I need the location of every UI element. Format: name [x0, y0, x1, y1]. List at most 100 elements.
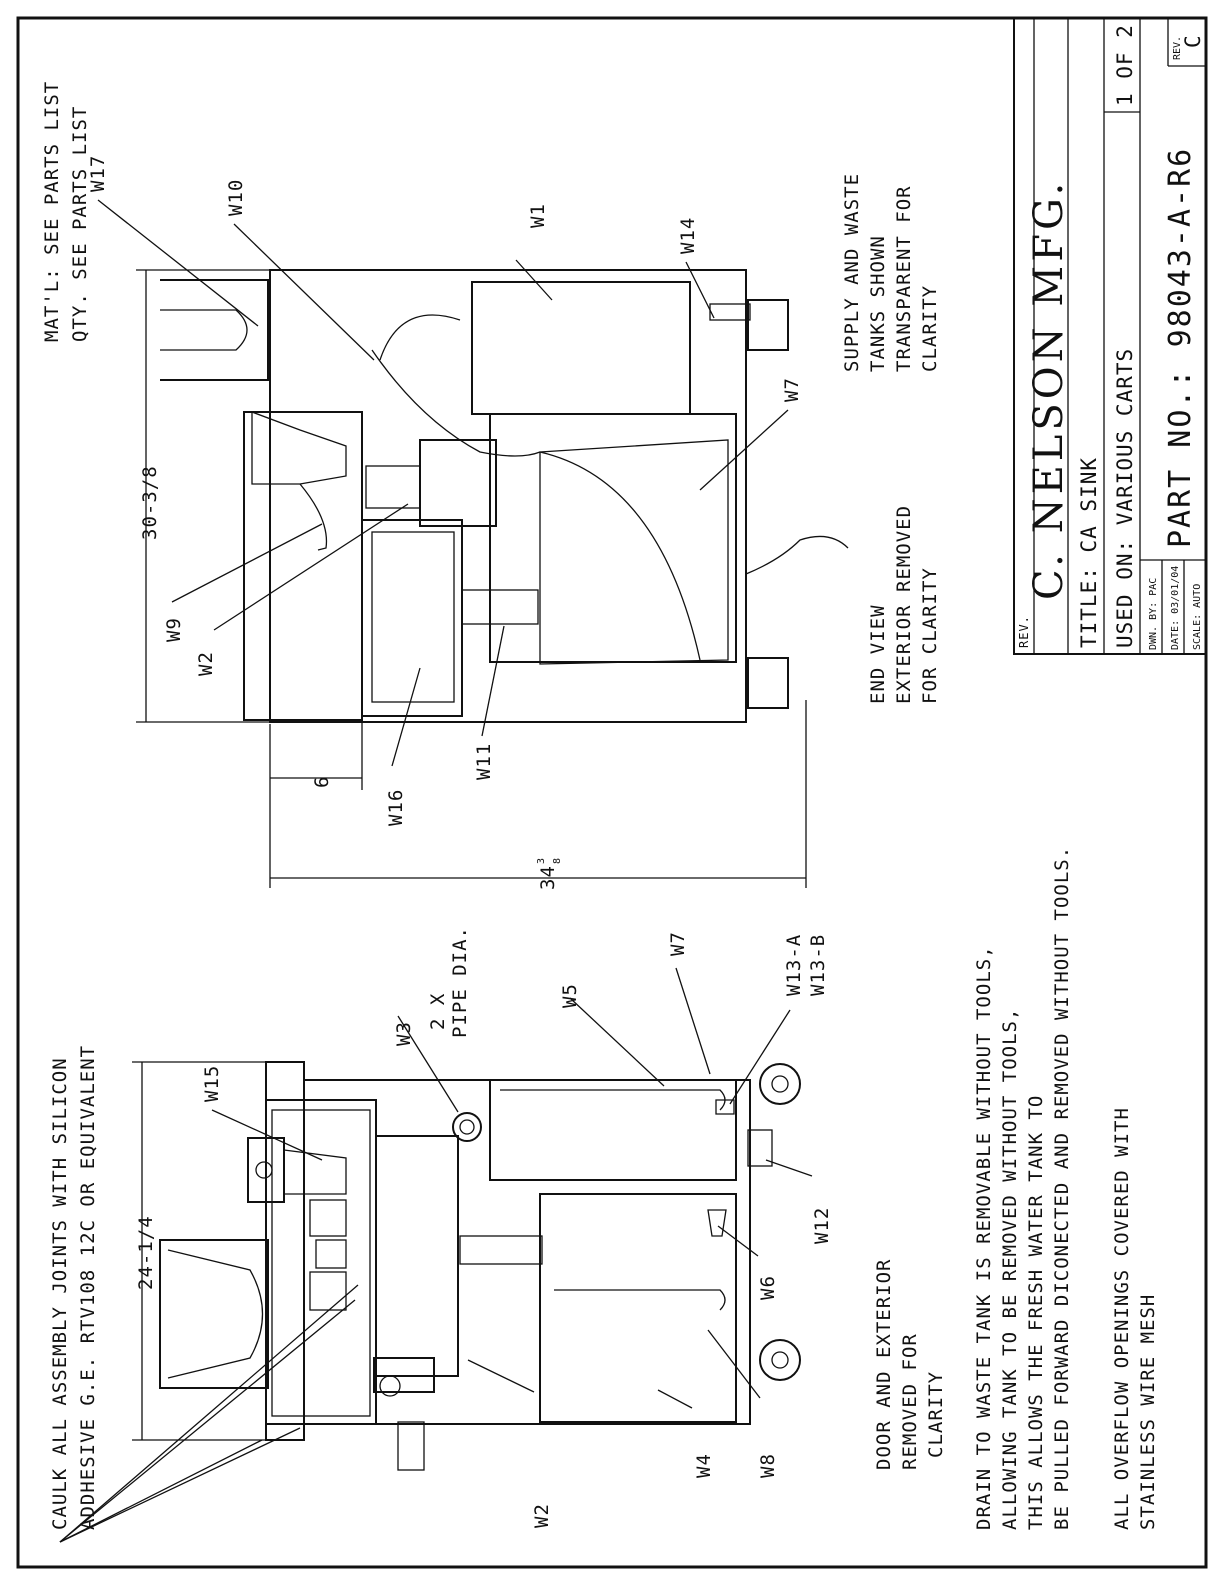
callout-w1: W1: [527, 203, 549, 228]
front-pump-motor: [379, 1375, 401, 1397]
w12-leader: [765, 1159, 813, 1177]
w11-leader: [481, 625, 505, 737]
dim-end-width: 30-3/8: [139, 465, 161, 540]
callout-w9: W9: [163, 617, 185, 642]
front-pipe-w3: [452, 1112, 482, 1142]
w16-leader: [391, 667, 421, 767]
note-drain-2: ALLOWING TANK TO BE REMOVED WITHOUT TOOL…: [999, 1008, 1021, 1530]
w1-leader: [515, 259, 553, 301]
caulk-leader-1: [59, 1439, 263, 1543]
sheet-border: [16, 16, 1208, 1569]
w4-leader: [657, 1389, 693, 1409]
front-caster-1-hub: [771, 1075, 789, 1093]
end-caster-2: [747, 657, 789, 709]
callout-w8: W8: [757, 1453, 779, 1478]
note-supply-2: TANKS SHOWN: [867, 235, 889, 372]
front-w5-tube: [500, 1089, 726, 1111]
end-cabinet: [269, 269, 747, 723]
callout-w7-end: W7: [781, 377, 803, 402]
end-faucet-spout: [299, 483, 328, 551]
callout-w15: W15: [201, 1065, 223, 1102]
front-view: [59, 967, 813, 1543]
note-drain-3: THIS ALLOWS THE FRESH WATER TANK TO: [1025, 1095, 1047, 1530]
end-splash: [160, 279, 269, 381]
callout-w5: W5: [559, 983, 581, 1008]
note-supply-3: TRANSPARENT FOR: [893, 185, 915, 372]
w17-leader: [97, 199, 259, 327]
front-faucet-knob: [255, 1161, 273, 1179]
w13-leader: [729, 1009, 791, 1105]
front-valve-w6: [707, 1209, 727, 1237]
callout-w13a: W13-A: [783, 934, 805, 996]
note-caulk-2: ADDHESIVE G.E. RTV108 12C OR EQUIVALENT: [77, 1045, 99, 1530]
note-end-3: FOR CLARITY: [919, 567, 941, 704]
w2-front-leader: [467, 1359, 535, 1393]
end-pipe-w11: [461, 589, 539, 625]
note-matl-2: QTY. SEE PARTS LIST: [69, 106, 91, 342]
callout-w17: W17: [87, 155, 109, 192]
end-tank-w7: [489, 413, 737, 663]
end-caster-1: [747, 299, 789, 351]
w10-leader: [233, 223, 375, 361]
dim-end-offset: 6: [311, 776, 333, 788]
note-door-1: DOOR AND EXTERIOR: [873, 1259, 895, 1470]
callout-w7-front: W7: [667, 931, 689, 956]
note-drain-4: BE PULLED FORWARD DICONECTED AND REMOVED…: [1051, 846, 1073, 1530]
front-faucet-spout: [283, 1149, 347, 1195]
front-base-plate: [397, 1421, 425, 1471]
tb-part-no: PART NO.: 98043-A-R6: [1163, 147, 1198, 548]
front-splash-panel: [159, 1239, 269, 1389]
tb-dwn-by: DWN. BY: PAC: [1148, 578, 1159, 650]
front-center-tank: [375, 1135, 459, 1377]
tb-rev-label2: REV.: [1172, 36, 1183, 60]
note-drain-1: DRAIN TO WASTE TANK IS REMOVABLE WITHOUT…: [973, 945, 995, 1530]
note-supply-4: CLARITY: [919, 285, 941, 372]
end-deck: [243, 411, 363, 721]
caulk-leader-2: [59, 1427, 301, 1543]
note-overflow-2: STAINLESS WIRE MESH: [1137, 1294, 1159, 1530]
end-tank-w1: [471, 281, 691, 415]
front-drain-pipe: [459, 1235, 543, 1265]
end-tank-w16-inner: [371, 531, 455, 703]
tb-used-on: USED ON: VARIOUS CARTS: [1113, 348, 1137, 648]
note-end-1: END VIEW: [867, 604, 889, 704]
dim-height-num: 3: [536, 858, 547, 864]
end-u-shape: [160, 309, 248, 351]
callout-w14: W14: [677, 217, 699, 254]
end-power-cord: [745, 535, 849, 575]
callout-w11: W11: [473, 743, 495, 780]
front-pump-body: [373, 1357, 435, 1393]
end-w7-hose: [539, 451, 701, 661]
title-block-frame: [1013, 17, 1207, 655]
callout-w2-front: W2: [531, 1503, 553, 1528]
w6-leader: [717, 1225, 759, 1257]
front-drain-curve: [167, 1249, 264, 1379]
front-caster-2-hub: [771, 1351, 789, 1369]
tb-rev-value: C: [1181, 34, 1205, 48]
callout-w4: W4: [693, 1453, 715, 1478]
callout-w12: W12: [811, 1207, 833, 1244]
w5-leader: [569, 997, 665, 1087]
w3-leader: [397, 1015, 459, 1113]
tb-title: TITLE: CA SINK: [1077, 457, 1101, 648]
end-tank-w16: [361, 519, 463, 717]
tb-scale: SCALE: AUTO: [1192, 584, 1203, 650]
front-cup-2: [315, 1239, 347, 1269]
callout-w6: W6: [757, 1275, 779, 1300]
dim-height-den: 8: [552, 858, 563, 864]
callout-w16: W16: [385, 789, 407, 826]
tb-company: C. NELSON MFG.: [1026, 179, 1072, 600]
note-pipe-1: 2 X: [427, 993, 449, 1030]
front-cup-3: [309, 1271, 347, 1311]
note-door-3: CLARITY: [925, 1371, 947, 1458]
note-caulk-1: CAULK ALL ASSEMBLY JOINTS WITH SILICON: [49, 1057, 71, 1530]
title-block: [1013, 17, 1207, 655]
front-sink-inner: [271, 1109, 371, 1417]
front-cup-1: [309, 1199, 347, 1237]
caulk-leader-4: [59, 1284, 359, 1543]
w7-end-leader: [699, 409, 789, 491]
w15-leader: [211, 1109, 323, 1161]
front-tank-w5: [489, 1079, 737, 1181]
end-tube-w14: [709, 303, 751, 321]
